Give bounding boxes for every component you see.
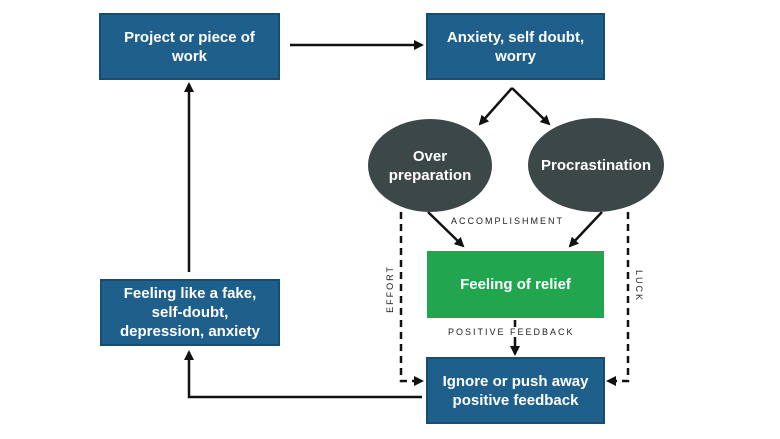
node-over-preparation-label: Over preparation xyxy=(388,147,472,184)
node-ignore-label: Ignore or push away positive feedback xyxy=(442,372,589,409)
node-ignore: Ignore or push away positive feedback xyxy=(426,357,605,424)
node-anxiety: Anxiety, self doubt, worry xyxy=(426,13,605,80)
arrow-anxiety-to-procrastination xyxy=(511,87,551,126)
arrow-luck-dashed xyxy=(606,212,630,386)
node-project-label: Project or piece of work xyxy=(124,28,255,65)
node-relief: Feeling of relief xyxy=(427,251,604,318)
node-fake-label: Feeling like a fake, self-doubt, depress… xyxy=(119,285,261,340)
node-procrastination-label: Procrastination xyxy=(540,156,652,174)
arrow-ignore-to-fake xyxy=(184,350,422,399)
arrow-anxiety-to-over-preparation xyxy=(478,87,513,126)
node-anxiety-label: Anxiety, self doubt, worry xyxy=(446,28,585,65)
arrow-over-preparation-to-relief xyxy=(427,211,465,248)
node-project: Project or piece of work xyxy=(99,13,280,80)
arrow-procrastination-to-relief xyxy=(568,211,603,248)
node-relief-label: Feeling of relief xyxy=(460,276,571,293)
edge-label-positive-feedback: POSITIVE FEEDBACK xyxy=(448,327,575,337)
arrow-effort-dashed xyxy=(399,212,424,386)
node-fake: Feeling like a fake, self-doubt, depress… xyxy=(100,279,280,346)
edge-label-luck: LUCK xyxy=(634,270,644,303)
node-procrastination: Procrastination xyxy=(528,118,664,212)
edge-label-effort: EFFORT xyxy=(385,265,395,313)
edge-label-accomplishment: ACCOMPLISHMENT xyxy=(451,216,565,226)
node-over-preparation: Over preparation xyxy=(368,119,492,212)
